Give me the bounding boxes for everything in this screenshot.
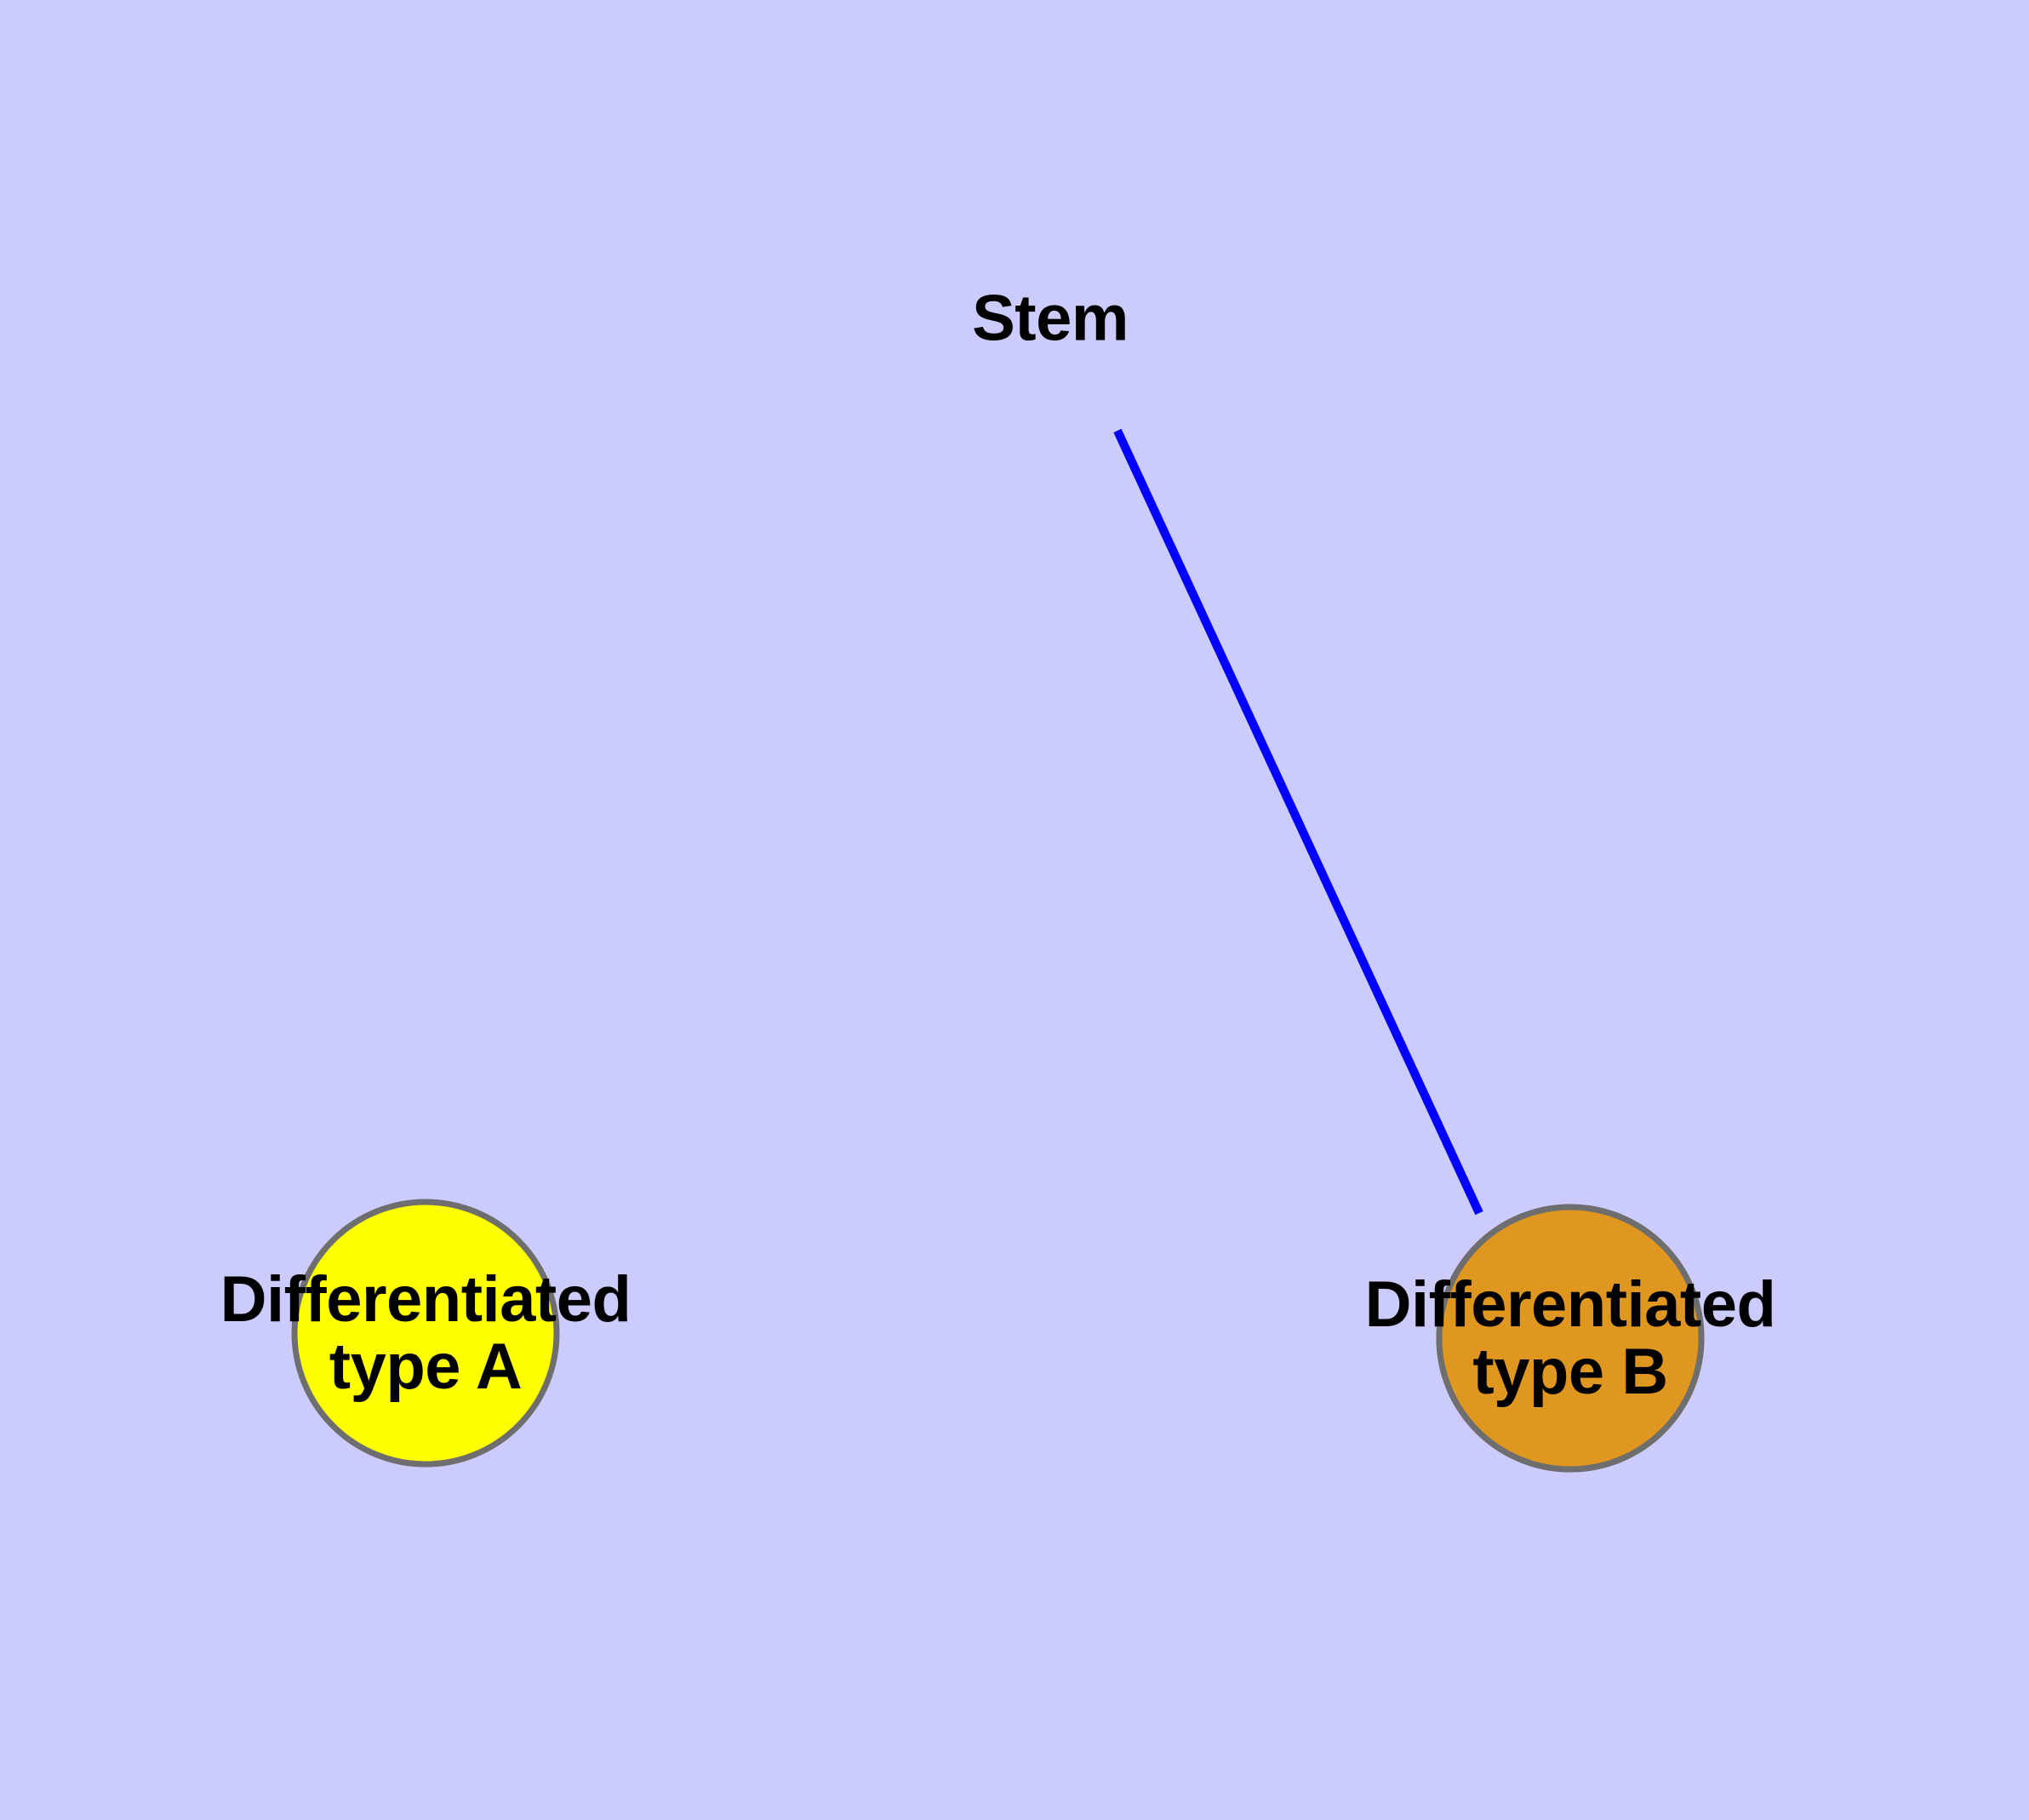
node-differentiated-type-b[interactable] (1436, 1204, 1705, 1473)
edge-layer (1113, 428, 1483, 1216)
node-layer (291, 1199, 1705, 1473)
edge-stem-to-differentiated-type-b[interactable] (1113, 428, 1483, 1216)
node-stem[interactable] (291, 1199, 560, 1468)
